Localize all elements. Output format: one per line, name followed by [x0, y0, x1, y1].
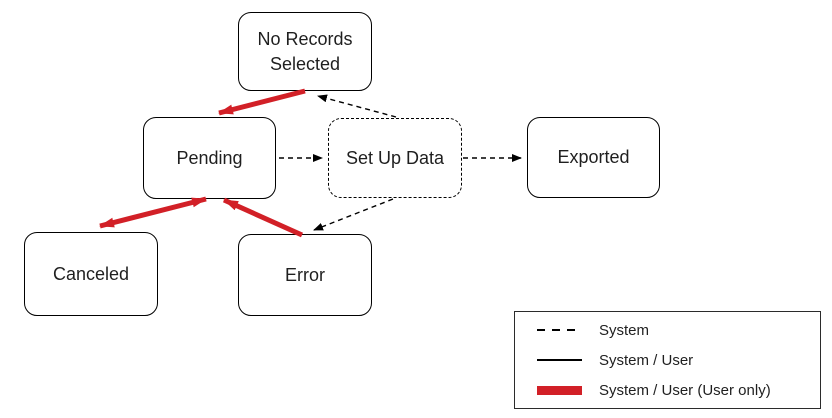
thick-red-line-sample [537, 385, 582, 395]
legend-row-system-user: System / User [537, 349, 820, 371]
dashed-line-sample [537, 329, 582, 331]
state-label-canceled: Canceled [52, 263, 130, 284]
state-node-pending: Pending [143, 117, 276, 199]
edge-setup-to-error-arrow [313, 198, 394, 231]
legend-row-user-only: System / User (User only) [537, 379, 820, 401]
edge-no-records-to-pending-arrow [218, 88, 306, 116]
state-node-canceled: Canceled [24, 232, 158, 316]
state-label-exported: Exported [557, 147, 630, 168]
legend-label-system-user: System / User [599, 351, 694, 369]
solid-line-sample [537, 359, 582, 361]
legend-box: System System / User System / User (User… [514, 311, 821, 409]
edge-pending-canceled-arrow [99, 196, 207, 229]
state-label-no-records-selected: No Records Selected [257, 29, 353, 74]
legend-label-system: System [599, 321, 650, 339]
edge-error-to-pending-arrow [222, 197, 304, 238]
state-node-no-records-selected: No Records Selected [238, 12, 372, 91]
state-node-exported: Exported [527, 117, 660, 198]
state-label-set-up-data: Set Up Data [345, 147, 445, 168]
legend-label-user-only: System / User (User only) [599, 381, 771, 399]
state-node-error: Error [238, 234, 372, 316]
state-label-error: Error [285, 264, 325, 285]
state-label-pending: Pending [176, 147, 243, 168]
edge-setup-to-no-records-arrow [317, 94, 397, 118]
legend-row-system: System [537, 319, 820, 341]
state-node-set-up-data: Set Up Data [328, 118, 462, 198]
